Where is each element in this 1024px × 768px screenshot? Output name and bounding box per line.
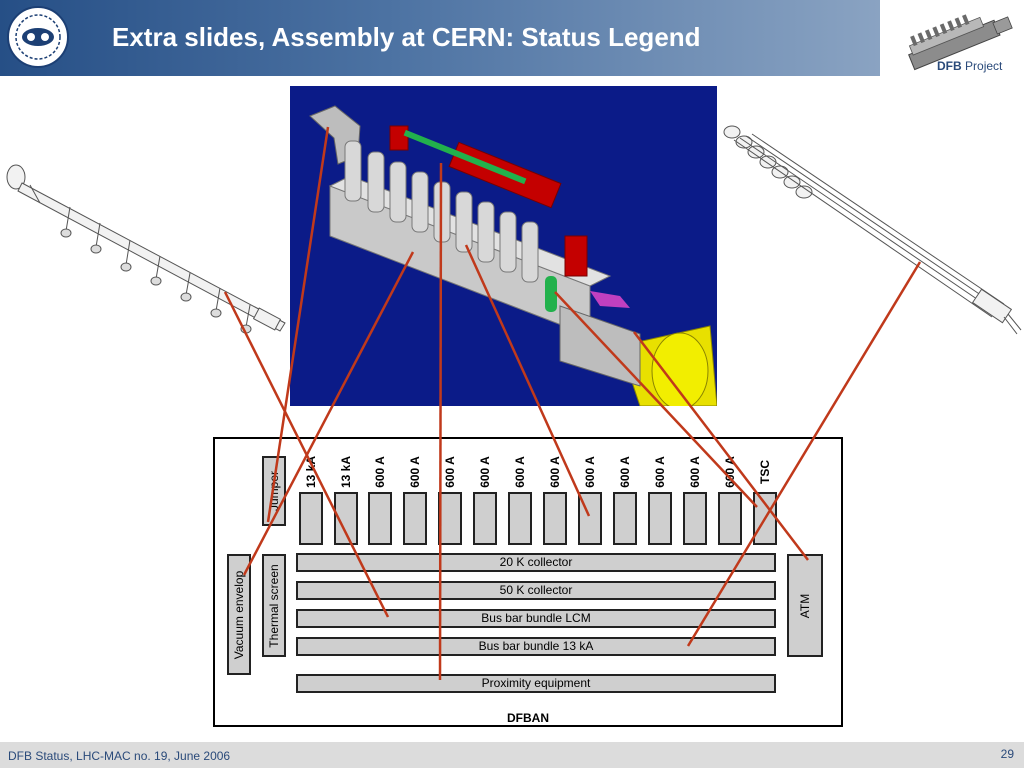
lead-cell [403,492,427,545]
lead-cell [334,492,358,545]
lead-label: 600 A [653,456,667,488]
bar-proximity-equipment: Proximity equipment [296,674,776,693]
lead-cell [613,492,637,545]
bar-20k-collector: 20 K collector [296,553,776,572]
footer-text: DFB Status, LHC-MAC no. 19, June 2006 [8,749,231,763]
thermal-screen-box: Thermal screen [262,554,286,657]
lead-label: 600 A [618,456,632,488]
lead-cell [508,492,532,545]
lead-label: 600 A [583,456,597,488]
lead-label: 600 A [443,456,457,488]
lead-label: 600 A [478,456,492,488]
lead-cell [438,492,462,545]
jumper-box: Jumper [262,456,286,526]
lead-cell [543,492,567,545]
lead-label: 600 A [723,456,737,488]
lead-cell [753,492,777,545]
slide-footer: DFB Status, LHC-MAC no. 19, June 2006 29 [0,742,1024,768]
lead-cell [299,492,323,545]
page-title: Extra slides, Assembly at CERN: Status L… [112,22,701,52]
lead-label: 600 A [513,456,527,488]
lead-cell [578,492,602,545]
lead-label: 600 A [688,456,702,488]
lead-cell [683,492,707,545]
cern-logo-icon [7,6,69,68]
page-number: 29 [1000,747,1014,761]
vacuum-envelop-label: Vacuum envelop [232,570,246,659]
brand-rest: Project [965,59,1003,73]
dfb-3d-rendering [290,86,717,406]
atm-box: ATM [787,554,823,657]
lead-cell [648,492,672,545]
brand-label: DFB Project [937,59,1002,73]
atm-label: ATM [798,593,812,618]
jumper-drawing [6,164,286,334]
slide-header: Extra slides, Assembly at CERN: Status L… [0,0,880,76]
lead-label: 13 kA [304,455,318,489]
bar-busbar-13ka: Bus bar bundle 13 kA [296,637,776,656]
lead-label: TSC [758,460,772,484]
bar-busbar-lcm: Bus bar bundle LCM [296,609,776,628]
lead-cell [368,492,392,545]
bar-50k-collector: 50 K collector [296,581,776,600]
lead-cell [718,492,742,545]
lead-label: 600 A [408,456,422,488]
thermal-screen-label: Thermal screen [267,563,281,648]
lead-label: 600 A [548,456,562,488]
lead-label: 600 A [373,456,387,488]
brand-bold: DFB [937,59,962,73]
dfban-legend-diagram: Vacuum envelop Thermal screen Jumper ATM… [213,437,843,727]
jumper-label: Jumper [267,470,281,512]
vacuum-envelop-box: Vacuum envelop [227,554,251,675]
diagram-title: DFBAN [507,711,549,725]
dfb-assembly-thumbnail-icon [908,14,1013,71]
lead-cell [473,492,497,545]
lead-label: 13 kA [339,455,353,489]
current-lead-drawing [723,125,1022,335]
